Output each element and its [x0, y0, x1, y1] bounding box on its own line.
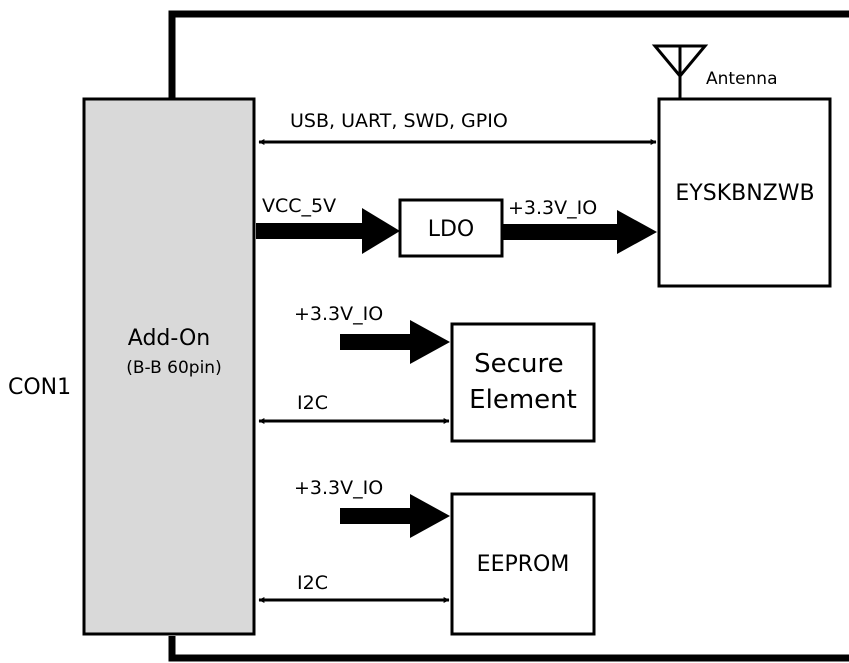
ldo-output-arrow	[502, 210, 657, 254]
vcc-label: VCC_5V	[262, 195, 336, 217]
ldo-label: LDO	[428, 217, 475, 242]
ldo-block	[398, 198, 504, 258]
module-block	[657, 97, 832, 288]
eeprom-power-arrow	[340, 494, 450, 538]
eeprom-i2c-label: I2C	[297, 572, 328, 594]
secure-element-label: Secure Element	[469, 349, 577, 415]
vcc-arrow	[256, 208, 400, 254]
connector-name: CON1	[8, 375, 71, 400]
antenna-label: Antenna	[706, 69, 778, 89]
module-label: EYSKBNZWB	[675, 181, 814, 206]
eeprom-label: EEPROM	[477, 552, 570, 577]
board-outline	[168, 10, 849, 662]
secure-element-i2c-label: I2C	[297, 392, 328, 414]
eeprom-block	[450, 492, 596, 636]
secure-element-block	[450, 322, 596, 443]
connector-block	[82, 97, 256, 636]
secure-element-power-label: +3.3V_IO	[294, 303, 383, 325]
secure-element-line-1: Secure	[474, 349, 563, 379]
connector-title: Add-On	[128, 326, 210, 351]
ldo-output-label: +3.3V_IO	[508, 197, 597, 219]
secure-element-line-2: Element	[469, 385, 577, 415]
bus-label: USB, UART, SWD, GPIO	[290, 110, 508, 132]
antenna-icon	[651, 44, 709, 100]
secure-element-power-arrow	[340, 320, 450, 364]
connector-subtitle: (B-B 60pin)	[126, 358, 221, 378]
eeprom-power-label: +3.3V_IO	[294, 477, 383, 499]
